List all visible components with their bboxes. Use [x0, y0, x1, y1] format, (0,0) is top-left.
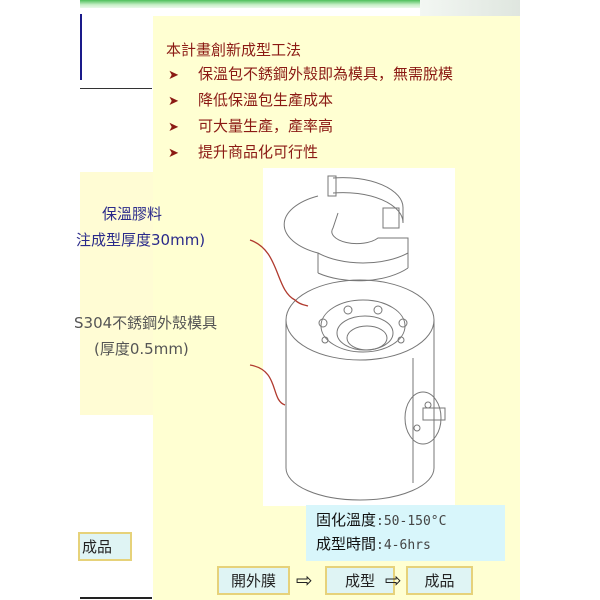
callout-lines	[249, 239, 309, 406]
bullet-arrow-icon: ➤	[168, 120, 179, 135]
flow-arrow-icon: ⇨	[296, 568, 313, 592]
mold-time-label: 成型時間	[316, 535, 377, 553]
process-info-box: 固化溫度:50-150°C 成型時間:4-6hrs	[306, 505, 505, 561]
header-gradient-bar	[80, 0, 420, 8]
mold-drawing	[263, 168, 455, 506]
cure-temp-value: :50-150°C	[376, 514, 447, 529]
bullet-item: ➤降低保溫包生產成本	[168, 88, 453, 114]
left-product-label: 成品	[82, 538, 113, 556]
flow-step-product[interactable]: 成品	[406, 566, 473, 595]
shell-callout-line	[249, 364, 286, 406]
left-product-button[interactable]: 成品	[78, 532, 132, 561]
flow-arrow-icon: ⇨	[385, 568, 402, 592]
left-slide-panel	[80, 172, 153, 415]
bullet-arrow-icon: ➤	[168, 68, 179, 83]
left-bottom-divider	[80, 597, 152, 599]
insulation-callout-line	[249, 239, 309, 307]
cylinder-mold-illustration	[283, 175, 446, 501]
cure-temp-label: 固化溫度	[316, 511, 377, 529]
flow-step-label: 成型	[344, 572, 375, 590]
insulation-detail: 注成型厚度30mm)	[76, 231, 206, 249]
insulation-label: 保溫膠料	[102, 205, 163, 223]
mold-time-value: :4-6hrs	[376, 538, 431, 553]
shell-label: S304不銹鋼外殼模具	[74, 314, 218, 332]
header-corner	[420, 0, 520, 16]
flow-step-open-mold[interactable]: 開外膜	[217, 566, 290, 595]
bullet-item: ➤提升商品化可行性	[168, 140, 453, 166]
left-divider-vertical	[80, 14, 82, 80]
bullet-item: ➤可大量生產，產率高	[168, 114, 453, 140]
shell-detail: (厚度0.5mm)	[94, 340, 189, 358]
bullet-arrow-icon: ➤	[168, 146, 179, 161]
bullet-arrow-icon: ➤	[168, 94, 179, 109]
bullet-list: ➤保溫包不銹鋼外殼即為模具，無需脫模 ➤降低保溫包生產成本 ➤可大量生產，產率高…	[168, 62, 453, 166]
slide-title: 本計畫創新成型工法	[166, 41, 302, 59]
bullet-item: ➤保溫包不銹鋼外殼即為模具，無需脫模	[168, 62, 453, 88]
flow-step-label: 成品	[424, 572, 455, 590]
left-divider-horizontal	[80, 88, 152, 89]
flow-step-molding[interactable]: 成型	[325, 566, 395, 595]
flow-step-label: 開外膜	[230, 572, 276, 590]
